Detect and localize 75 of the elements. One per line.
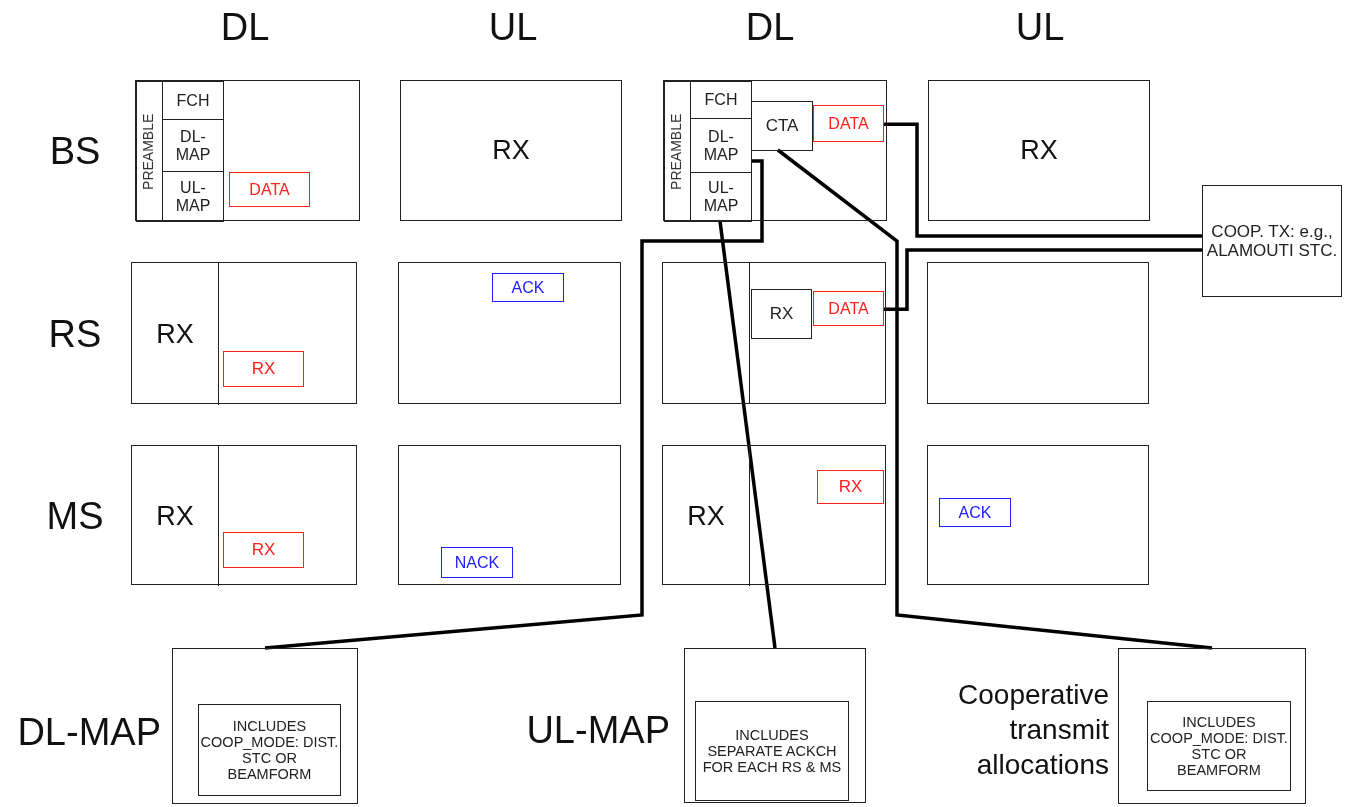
cell-text: DL-MAP <box>702 127 740 164</box>
cell-text: UL-MAP <box>702 179 740 215</box>
frame-box <box>398 445 621 585</box>
cell-text: RX <box>687 500 725 532</box>
cell-text: NACK <box>454 553 500 572</box>
cell-text: ACK <box>958 503 992 522</box>
frame-box <box>662 445 886 585</box>
cell-text: INCLUDES COOP_MODE: DIST. STC OR BEAMFORM <box>1149 713 1289 779</box>
ack-box <box>939 498 1011 527</box>
frame-box <box>135 80 360 221</box>
vertical-label: PREAMBLE <box>669 113 686 190</box>
cell-text: INCLUDES COOP_MODE: DIST. STC OR BEAMFORM <box>199 717 340 783</box>
note-box <box>1202 185 1342 297</box>
data-box <box>813 105 884 142</box>
frame-box <box>400 80 622 221</box>
note-box <box>198 704 341 796</box>
cell-text: RX <box>838 477 863 497</box>
frame-box <box>398 262 621 404</box>
row-header: RS <box>47 315 103 353</box>
vertical-label: PREAMBLE <box>141 113 158 190</box>
cell-text: DATA <box>828 114 869 133</box>
data-box <box>813 291 884 326</box>
column-header: DL <box>219 8 271 46</box>
cell-text: DATA <box>828 299 869 318</box>
side-label: UL-MAP <box>525 708 670 753</box>
cell-text: UL-MAP <box>174 178 212 215</box>
connector-line <box>883 248 1202 311</box>
cell-text: FCH <box>703 91 739 109</box>
row-header: BS <box>48 132 102 170</box>
frame-box <box>927 262 1149 404</box>
connector-line <box>718 220 777 649</box>
column-header: UL <box>487 8 539 46</box>
preamble-strip <box>136 81 163 222</box>
connector-line <box>883 122 1202 238</box>
frame-box <box>131 445 357 585</box>
cell-text: COOP. TX: e.g., ALAMOUTI STC. <box>1205 221 1339 261</box>
connector-line <box>264 159 764 650</box>
cell-text: CTA <box>765 116 799 136</box>
column-header: DL <box>744 8 796 46</box>
cell-text: RX <box>492 135 530 166</box>
frame-box <box>927 445 1149 585</box>
frame-box <box>662 262 886 404</box>
note-box <box>695 701 849 801</box>
cell-text: RX <box>251 359 276 379</box>
cell-text: DATA <box>249 180 290 199</box>
map-cell <box>690 172 752 222</box>
side-label: DL-MAP <box>16 710 161 755</box>
ack-box <box>441 547 513 578</box>
frame-box <box>928 80 1150 221</box>
cell-text: ACK <box>511 278 545 297</box>
side-label: Cooperative transmit allocations <box>957 678 1109 782</box>
map-cell <box>162 171 224 222</box>
cell-text: RX <box>251 540 276 560</box>
cell-text: RX <box>156 500 194 532</box>
note-box <box>1147 701 1291 791</box>
cell-text: RX <box>769 304 794 324</box>
allocation-box <box>751 289 812 339</box>
map-cell <box>162 81 224 120</box>
cell-text: FCH <box>175 91 211 110</box>
cell-text: INCLUDES SEPARATE ACKCH FOR EACH RS & MS <box>701 726 843 776</box>
cell-text: RX <box>156 318 194 350</box>
data-box <box>229 172 310 207</box>
cell-text: RX <box>1020 135 1058 166</box>
frame-box <box>131 262 357 404</box>
rx-box <box>223 532 304 568</box>
cell-text: DL-MAP <box>174 127 212 164</box>
ack-box <box>492 273 564 302</box>
row-header: MS <box>45 497 105 535</box>
rx-box <box>817 470 884 504</box>
connector-line <box>776 148 1213 650</box>
frame-box <box>663 80 887 221</box>
allocation-box <box>751 101 813 151</box>
column-header: UL <box>1014 8 1066 46</box>
preamble-strip <box>664 81 691 222</box>
rx-box <box>223 351 304 387</box>
